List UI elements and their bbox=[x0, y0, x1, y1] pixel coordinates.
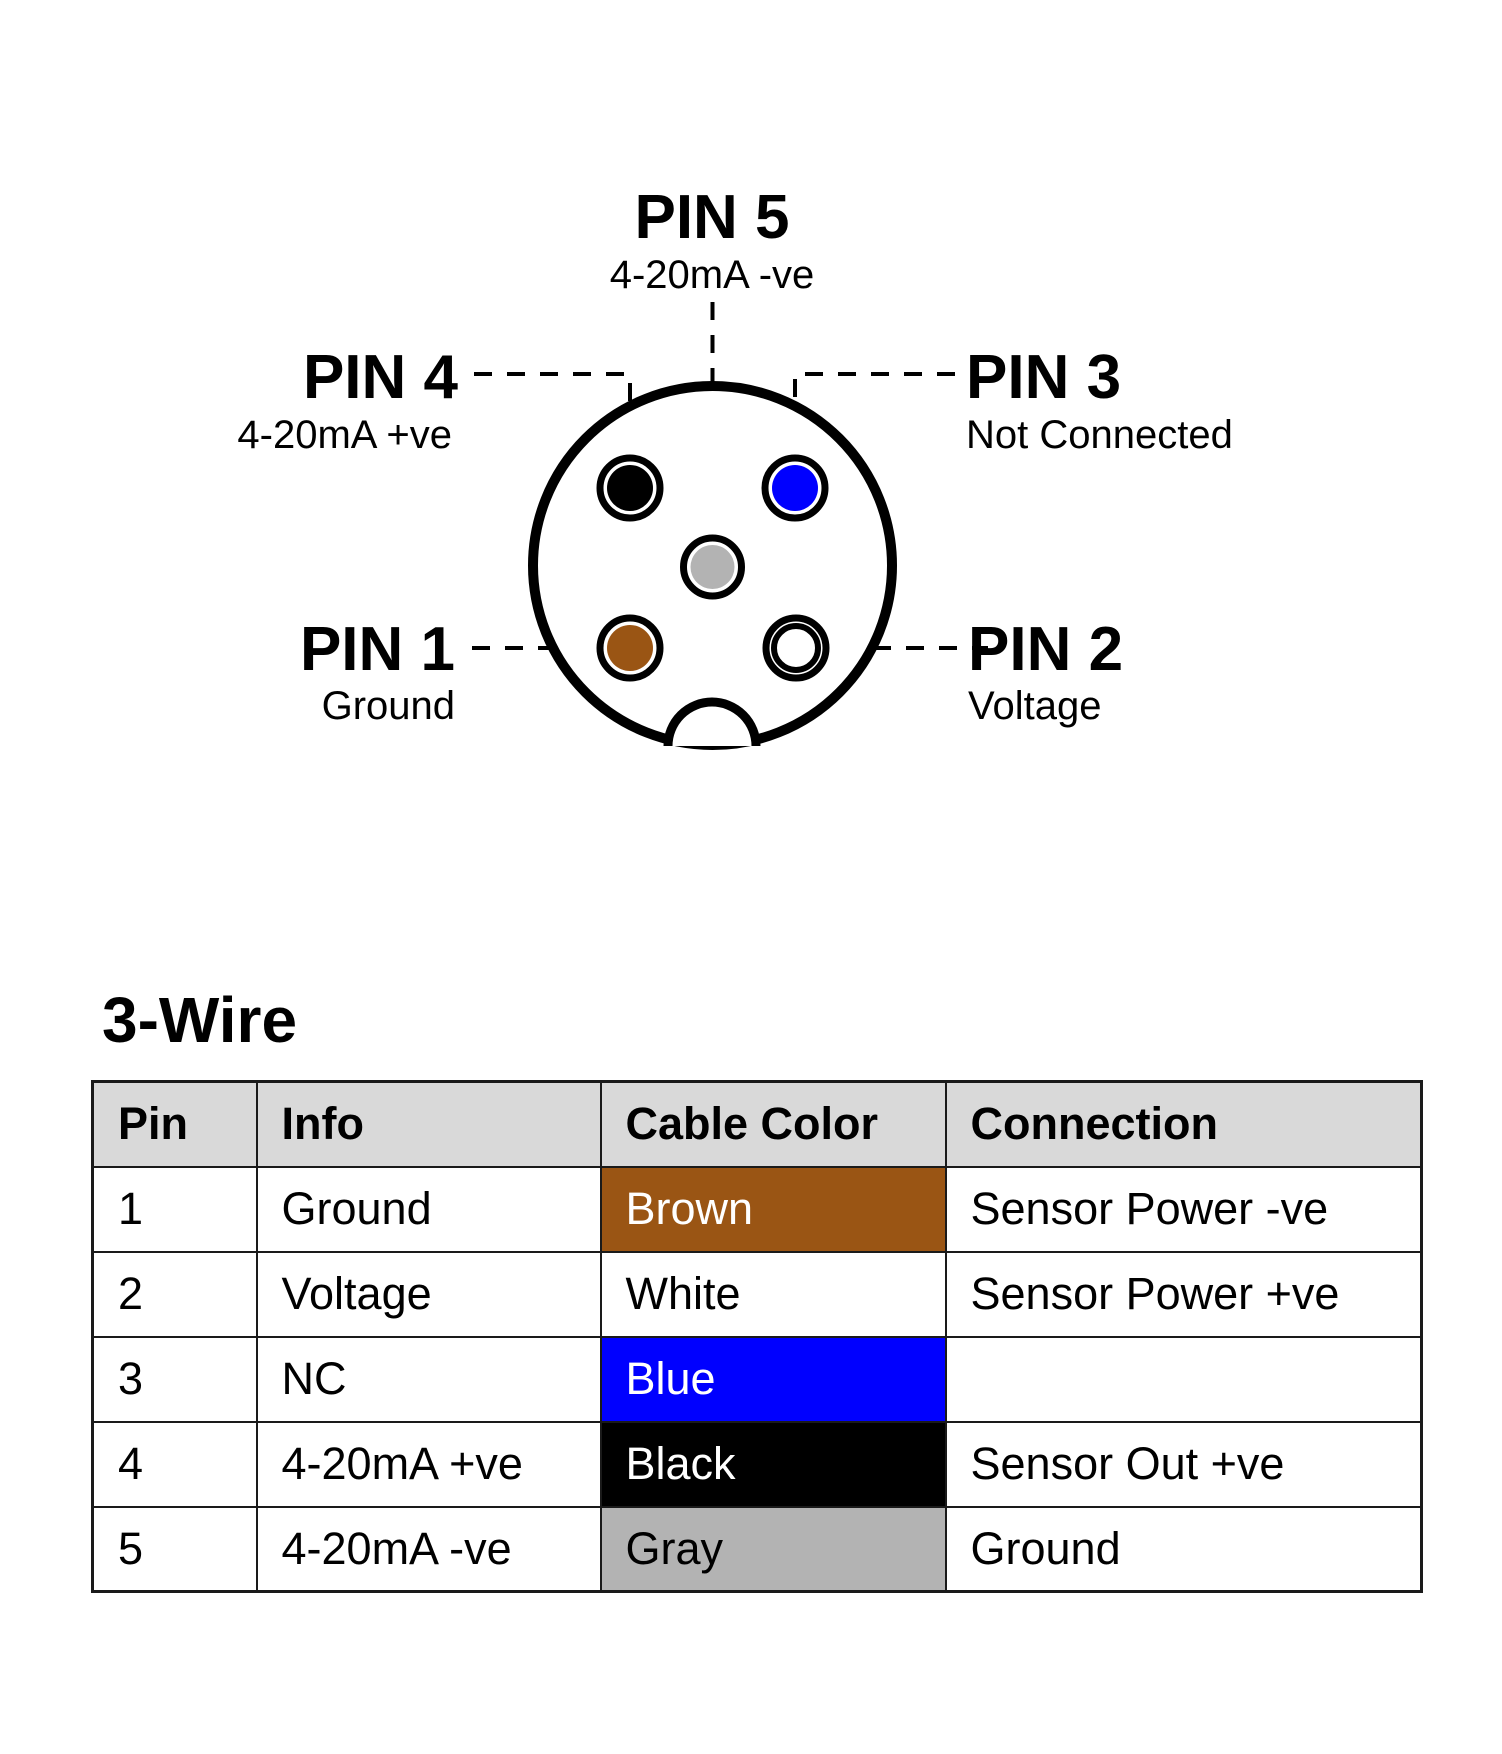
header-info: Info bbox=[255, 1080, 602, 1168]
table-row: 1 Ground Brown Sensor Power -ve bbox=[91, 1165, 1423, 1253]
section-title: 3-Wire bbox=[102, 984, 298, 1056]
pin-cell: 3 bbox=[91, 1335, 258, 1423]
pin-2-contact bbox=[762, 614, 830, 682]
table-header-row: Pin Info Cable Color Connection bbox=[91, 1080, 1423, 1168]
wiring-table: Pin Info Cable Color Connection 1 Ground… bbox=[91, 1080, 1423, 1593]
connection-cell: Sensor Power -ve bbox=[944, 1165, 1423, 1253]
pin-4-sublabel: 4-20mA +ve bbox=[237, 413, 452, 457]
cable-color-cell: Brown bbox=[599, 1165, 947, 1253]
pin-cell: 2 bbox=[91, 1250, 258, 1338]
table-row: 5 4-20mA -ve Gray Ground bbox=[91, 1505, 1423, 1593]
pin-5-color bbox=[690, 545, 735, 589]
pin-3-sublabel: Not Connected bbox=[966, 413, 1233, 457]
info-cell: Ground bbox=[255, 1165, 602, 1253]
pin-3-label: PIN 3 bbox=[966, 343, 1121, 412]
connection-cell bbox=[944, 1335, 1423, 1423]
connection-cell: Ground bbox=[944, 1505, 1423, 1593]
pin-5-contact bbox=[680, 534, 745, 600]
cable-color-cell: Blue bbox=[599, 1335, 947, 1423]
pin-5-label: PIN 5 bbox=[634, 183, 789, 252]
header-connection: Connection bbox=[944, 1080, 1423, 1168]
pin-4-contact bbox=[596, 454, 664, 522]
cable-color-cell: White bbox=[599, 1250, 947, 1338]
header-cable-color: Cable Color bbox=[599, 1080, 947, 1168]
pin-4-color bbox=[607, 465, 653, 511]
keying-notch bbox=[663, 697, 761, 747]
pin-2-sublabel: Voltage bbox=[968, 684, 1101, 728]
pin-2-color bbox=[771, 623, 821, 673]
info-cell: 4-20mA +ve bbox=[255, 1420, 602, 1508]
pin-1-label: PIN 1 bbox=[300, 615, 455, 684]
header-pin: Pin bbox=[91, 1080, 258, 1168]
pin-5-sublabel: 4-20mA -ve bbox=[610, 253, 815, 297]
pin-1-contact bbox=[596, 614, 664, 682]
pin-1-color bbox=[607, 625, 653, 671]
cable-color-cell: Gray bbox=[599, 1505, 947, 1593]
table-row: 3 NC Blue bbox=[91, 1335, 1423, 1423]
cable-color-cell: Black bbox=[599, 1420, 947, 1508]
pin-1-sublabel: Ground bbox=[322, 684, 455, 728]
connection-cell: Sensor Out +ve bbox=[944, 1420, 1423, 1508]
connector-diagram: PIN 5 4-20mA -ve PIN 4 4-20mA +ve PIN 3 … bbox=[237, 183, 1233, 750]
pin-cell: 1 bbox=[91, 1165, 258, 1253]
info-cell: 4-20mA -ve bbox=[255, 1505, 602, 1593]
pin-4-label: PIN 4 bbox=[303, 343, 459, 412]
table-row: 2 Voltage White Sensor Power +ve bbox=[91, 1250, 1423, 1338]
info-cell: Voltage bbox=[255, 1250, 602, 1338]
pin-cell: 5 bbox=[91, 1505, 258, 1593]
info-cell: NC bbox=[255, 1335, 602, 1423]
pin-2-label: PIN 2 bbox=[968, 615, 1123, 684]
connection-cell: Sensor Power +ve bbox=[944, 1250, 1423, 1338]
pin-3-color bbox=[772, 465, 818, 511]
pin-3-contact bbox=[761, 454, 829, 522]
pin-cell: 4 bbox=[91, 1420, 258, 1508]
table-row: 4 4-20mA +ve Black Sensor Out +ve bbox=[91, 1420, 1423, 1508]
